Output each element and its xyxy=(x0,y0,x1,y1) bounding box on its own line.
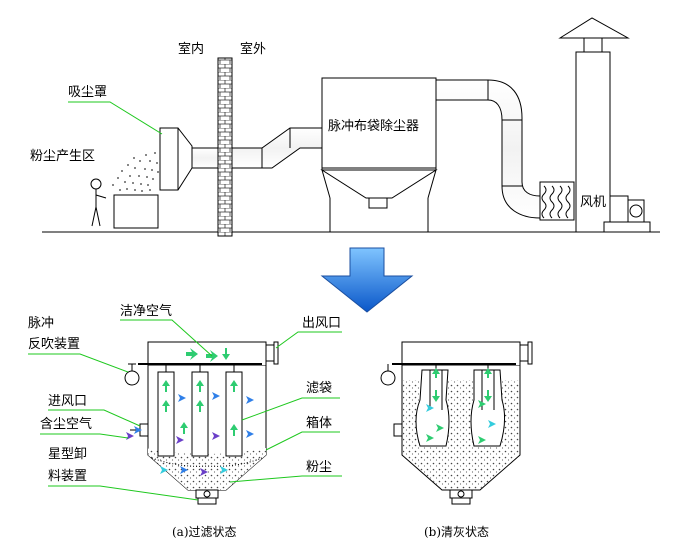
outdoor-label: 室外 xyxy=(240,41,266,57)
brick-wall xyxy=(217,57,233,237)
dust-source-bench xyxy=(113,194,159,229)
cleaning-state: (b)清灰状态 xyxy=(380,341,533,539)
exhaust-stack xyxy=(558,17,630,233)
worker-figure xyxy=(90,178,107,227)
housing-label: 箱体 xyxy=(306,415,332,431)
collector-unit xyxy=(320,77,438,232)
housing-leader xyxy=(265,431,340,451)
collector-label: 脉冲布袋除尘器 xyxy=(328,119,419,134)
hood-leader xyxy=(68,101,163,135)
clean-air-leader xyxy=(120,319,213,357)
indoor-label: 室内 xyxy=(178,41,204,57)
dust-hood xyxy=(159,127,193,191)
transition-arrow xyxy=(320,247,414,313)
pulse-valve-icon-b xyxy=(380,370,396,386)
filtering-caption: (a)过滤状态 xyxy=(172,525,237,539)
fan-unit xyxy=(603,195,651,233)
valve-label-1: 星型卸 xyxy=(48,446,87,462)
dust-leader xyxy=(229,475,342,483)
pulse-valve-icon xyxy=(124,370,140,386)
dust-label: 粉尘 xyxy=(306,460,332,475)
hood-label: 吸尘罩 xyxy=(68,85,107,100)
dusty-air-leader xyxy=(40,433,129,439)
dust-cloud xyxy=(112,152,159,192)
fan-label: 风机 xyxy=(580,195,606,210)
pulse-label-1: 脉冲 xyxy=(28,316,54,331)
dusty-air-label: 含尘空气 xyxy=(40,416,92,432)
clean-air-label: 洁净空气 xyxy=(120,303,172,319)
filter-bag-leader xyxy=(241,397,340,421)
connecting-duct xyxy=(231,127,323,169)
filter-bag-label: 滤袋 xyxy=(306,381,332,396)
dust-zone-label: 粉尘产生区 xyxy=(30,149,95,164)
pulse-leader xyxy=(28,353,129,373)
outlet-duct xyxy=(435,79,541,219)
system-overview: 吸尘罩 粉尘产生区 室内 室外 脉冲布袋除尘器 风机 xyxy=(30,17,660,237)
valve-leader xyxy=(48,485,199,501)
clean-air-arrows xyxy=(162,348,238,436)
cleaning-arrows xyxy=(426,368,496,444)
pulse-label-2: 反吹装置 xyxy=(28,337,80,352)
inlet-label: 进风口 xyxy=(48,394,87,409)
cleaning-caption: (b)清灰状态 xyxy=(424,525,489,539)
valve-label-2: 料装置 xyxy=(48,469,87,484)
cleaning-bag-right xyxy=(470,369,506,447)
filtering-state: 脉冲 反吹装置 洁净空气 出风口 进风口 含尘空气 滤袋 箱体 星型卸 料装置 … xyxy=(28,303,342,539)
inlet-leader xyxy=(48,409,141,427)
outlet-label: 出风口 xyxy=(302,316,341,331)
outlet-leader xyxy=(275,331,342,349)
outlet-stub xyxy=(265,344,275,362)
